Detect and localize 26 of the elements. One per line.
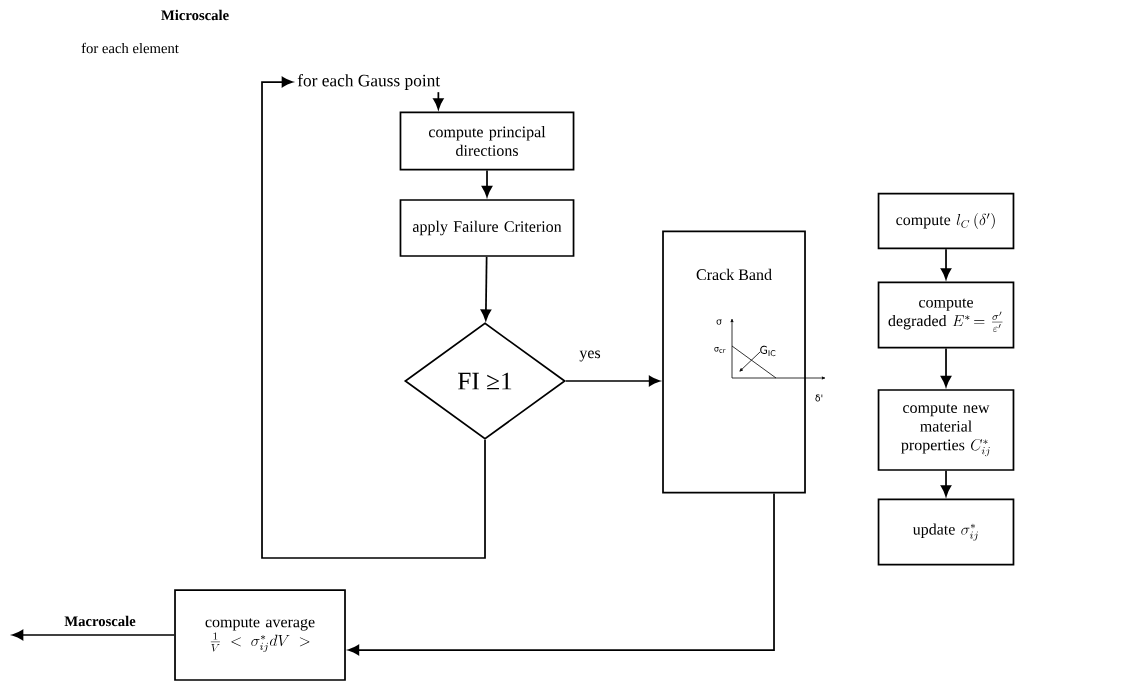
process-box: update $\sigma^{*}_{ij}$	[877, 498, 1015, 566]
arrow	[433, 91, 444, 110]
process-box: compute new material properties $C^{*}_{ij}$	[877, 389, 1015, 471]
arrow	[940, 248, 952, 280]
arrow	[12, 629, 175, 641]
edge-label: Macroscale	[63, 614, 138, 628]
step-text: for each Gauss point	[297, 74, 441, 90]
arrow	[261, 76, 486, 559]
process-box: compute average $\frac{1}{V}<\sigma^{*}_{ij}dV>$	[174, 589, 346, 681]
arrow	[348, 492, 775, 656]
process-box: compute $l_{C}\,(\delta')$	[877, 192, 1015, 250]
axis-label: σ$_{cr}$	[714, 347, 726, 353]
loop-label: for each element	[81, 42, 179, 54]
arrow	[940, 470, 952, 497]
process-box: compute degraded $E^{*}\!=\frac{\sigma'}{\varepsilon'}$	[877, 281, 1015, 349]
title: Microscale	[161, 9, 229, 21]
arrow	[480, 256, 492, 321]
axis-label: δ'	[815, 394, 823, 402]
axis-label: σ	[716, 319, 722, 325]
process-box: compute principal directions	[399, 111, 575, 171]
curve-label: G$_{IC}$	[760, 345, 776, 357]
process-box: apply Failure Criterion	[399, 199, 575, 257]
edge-label: yes	[578, 349, 602, 363]
arrow	[940, 347, 952, 387]
arrow	[481, 169, 493, 197]
arrow	[565, 375, 660, 387]
